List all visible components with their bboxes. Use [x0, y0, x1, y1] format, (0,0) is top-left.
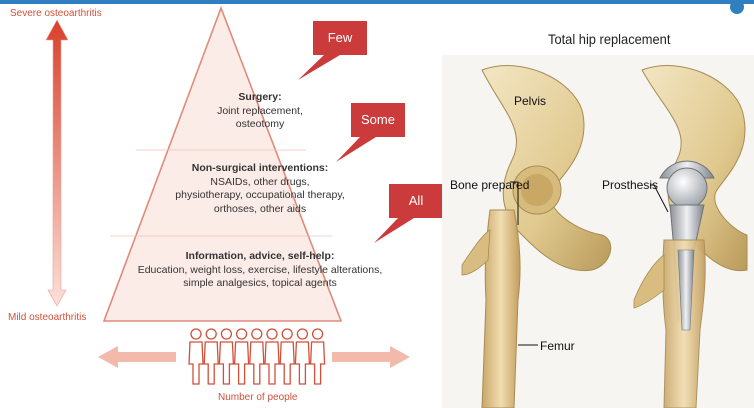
person-icon — [204, 329, 218, 384]
person-icon — [250, 329, 264, 384]
prosthesis-ball — [667, 168, 707, 208]
hip-replacement-title: Total hip replacement — [548, 31, 670, 47]
bone-prepared-label: Bone prepared — [450, 178, 529, 192]
bubble-all-label: All — [389, 193, 443, 208]
tier-title: Information, advice, self-help: — [135, 250, 385, 264]
hip-illustration — [442, 0, 754, 408]
person-icon — [265, 329, 279, 384]
severity-arrow — [46, 20, 68, 306]
hip-replacement-panel: Total hip replacement Pelvis Bone prepar… — [442, 0, 754, 408]
mild-osteoarthritis-label: Mild osteoarthritis — [8, 312, 86, 323]
person-icon — [235, 329, 249, 384]
person-icon — [219, 329, 233, 384]
people-icons — [189, 329, 325, 384]
tier-line: physiotherapy, occupational therapy, — [140, 189, 380, 203]
tier-non-surgical: Non-surgical interventions: NSAIDs, othe… — [140, 162, 380, 216]
prosthesis-label: Prosthesis — [602, 178, 658, 192]
tier-information: Information, advice, self-help: Educatio… — [135, 250, 385, 291]
tier-line: Education, weight loss, exercise, lifest… — [135, 264, 385, 278]
number-of-people-label: Number of people — [218, 392, 298, 403]
tier-line: osteotomy — [160, 118, 360, 132]
person-icon — [189, 329, 203, 384]
tier-line: Joint replacement, — [160, 105, 360, 119]
bubble-few-label: Few — [313, 30, 367, 45]
severe-osteoarthritis-label: Severe osteoarthritis — [10, 8, 102, 19]
tier-line: orthoses, other aids — [140, 203, 380, 217]
tier-line: simple analgesics, topical agents — [135, 277, 385, 291]
tier-surgery: Surgery: Joint replacement, osteotomy — [160, 91, 360, 132]
tier-title: Non-surgical interventions: — [140, 162, 380, 176]
pelvis-label: Pelvis — [514, 94, 546, 108]
bubble-some-label: Some — [351, 112, 405, 127]
tier-title: Surgery: — [160, 91, 360, 105]
person-icon — [295, 329, 309, 384]
tier-line: NSAIDs, other drugs, — [140, 176, 380, 190]
person-icon — [311, 329, 325, 384]
femur-label: Femur — [540, 339, 575, 353]
person-icon — [280, 329, 294, 384]
treatment-pyramid-panel: Severe osteoarthritis Mild osteoarthriti… — [0, 0, 442, 408]
